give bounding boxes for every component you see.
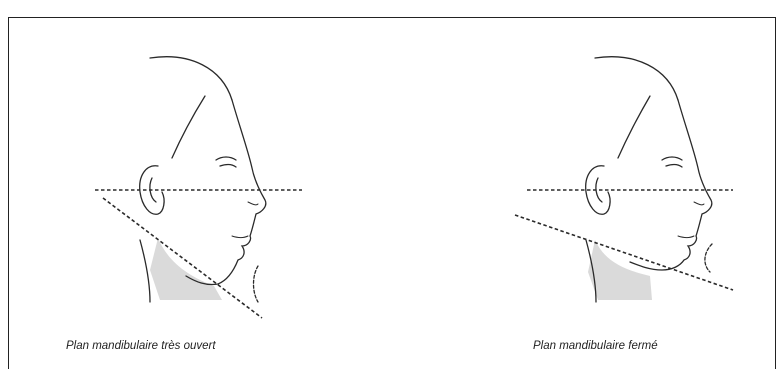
caption-right: Plan mandibulaire fermé [533,340,658,352]
profile-right [586,57,712,302]
profile-left [140,57,266,302]
neck-shade-left [150,238,222,300]
neck-shade-right [588,240,652,300]
caption-left: Plan mandibulaire très ouvert [66,340,216,352]
